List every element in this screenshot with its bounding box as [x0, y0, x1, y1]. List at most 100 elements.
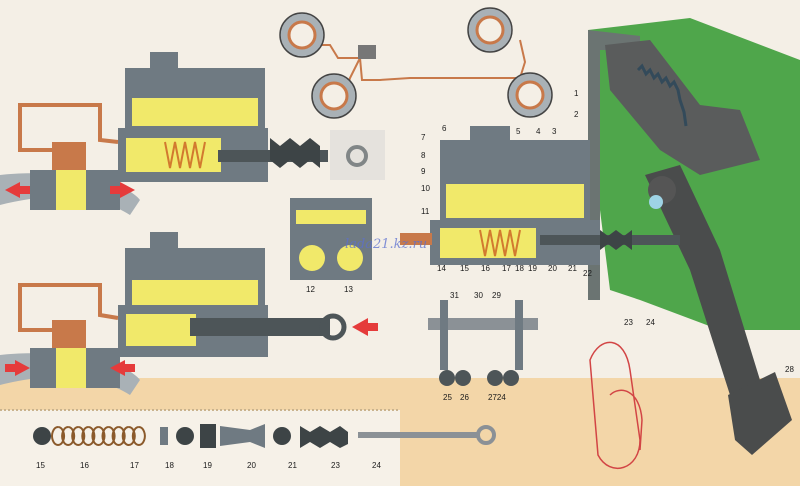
wheel-cyl-upper-fluid: [56, 170, 86, 210]
label-16: 16: [481, 264, 490, 273]
drum-mid-left-inner: [319, 81, 349, 111]
wheel-cylinder-upper: [0, 103, 140, 215]
exploded-label-23: 23: [331, 461, 340, 470]
brake-circuit-top: [279, 7, 553, 119]
label-2: 2: [574, 110, 579, 119]
exploded-labels: 15 16 17 18 19 20 21 23 24: [36, 461, 381, 470]
part-19: [200, 424, 216, 448]
part-24-eye: [476, 425, 496, 445]
part-20-piston: [220, 424, 265, 448]
label-8: 8: [421, 151, 426, 160]
boot-right: [600, 230, 632, 250]
label-17: 17: [502, 264, 511, 273]
reservoir-upper-fluid: [132, 98, 258, 126]
exploded-label-20: 20: [247, 461, 256, 470]
pin-plate-left: [440, 300, 448, 370]
drum-right-inner: [515, 80, 545, 110]
exploded-label-17: 17: [130, 461, 139, 470]
label-28: 28: [785, 365, 794, 374]
wheel-cyl-upper-fitting: [52, 142, 86, 170]
boot-upper: [270, 138, 320, 168]
label-22: 22: [583, 269, 592, 278]
pipe-loop-upper: [18, 103, 119, 152]
label-4: 4: [536, 127, 541, 136]
label-5: 5: [516, 127, 521, 136]
label-15: 15: [460, 264, 469, 273]
part-24-rod: [358, 432, 478, 438]
reservoir-detail-fluid: [296, 210, 366, 224]
reservoir-right-fluid: [446, 184, 584, 218]
reservoir-detail-chamber-left: [299, 245, 325, 271]
pin-bushing-27: [487, 370, 503, 386]
pin-assembly: [428, 300, 538, 386]
fitting-right: [400, 233, 432, 245]
exploded-label-18: 18: [165, 461, 174, 470]
label-27-24: 2724: [488, 393, 506, 402]
label-6: 6: [442, 124, 447, 133]
label-18: 18: [515, 264, 524, 273]
reservoir-right-cap: [470, 126, 510, 142]
pedal-assembly: [589, 40, 792, 470]
label-1: 1: [574, 89, 579, 98]
rod-upper-shadow: [330, 130, 385, 180]
arrow-left-upper: [5, 182, 30, 198]
label-11: 11: [421, 207, 430, 216]
watermark: lada21.kz.ru: [345, 237, 427, 252]
master-cylinder-lower: [118, 232, 378, 357]
arrow-left-lower: [5, 360, 30, 376]
drum-top-right-inner: [475, 15, 505, 45]
pin-plate-right: [515, 300, 523, 370]
cylinder-right-spring: [479, 229, 521, 257]
pin-bushing-25: [439, 370, 455, 386]
label-25: 25: [443, 393, 452, 402]
label-3: 3: [552, 127, 557, 136]
label-31: 31: [450, 291, 459, 300]
part-17: [160, 427, 168, 445]
label-12: 12: [306, 285, 315, 294]
exploded-label-16: 16: [80, 461, 89, 470]
part-15: [33, 427, 51, 445]
reservoir-detail-chamber-right: [337, 245, 363, 271]
pipe-loop-lower: [18, 283, 119, 332]
exploded-view: [33, 424, 496, 448]
foot-outline-2: [609, 389, 643, 451]
clevis-upper: [346, 145, 368, 167]
label-9: 9: [421, 167, 426, 176]
pin-shaft: [428, 318, 538, 330]
reservoir-upper-cap: [150, 52, 178, 70]
arrow-pushrod: [352, 318, 378, 336]
label-21: 21: [568, 264, 577, 273]
pedal-pivot-cap: [649, 195, 663, 209]
label-23: 23: [624, 318, 633, 327]
label-30: 30: [474, 291, 483, 300]
clevis-lower: [319, 313, 347, 341]
label-29: 29: [492, 291, 501, 300]
label-26: 26: [460, 393, 469, 402]
drum-top-left-inner: [287, 20, 317, 50]
part-23-boot: [300, 426, 348, 448]
wheel-cyl-lower-fluid: [56, 348, 86, 388]
exploded-label-19: 19: [203, 461, 212, 470]
arrow-right-upper: [110, 182, 135, 198]
reservoir-lower-cap: [150, 232, 178, 250]
part-labels: 1 2 3 4 5 6 7 8 9 10 11 12 13 14 15 16 1…: [306, 89, 794, 402]
pin-bushing-24: [503, 370, 519, 386]
master-cylinder-labelled: [400, 126, 680, 265]
label-20: 20: [548, 264, 557, 273]
pressure-regulator: [358, 45, 376, 59]
pin-bushing-26: [455, 370, 471, 386]
part-16-spring: [51, 426, 146, 446]
cylinder-lower-bore: [126, 314, 196, 346]
pedal-pad: [728, 372, 792, 455]
return-spring: [636, 63, 688, 127]
label-13: 13: [344, 285, 353, 294]
label-19: 19: [528, 264, 537, 273]
wheel-cylinder-lower: [0, 283, 140, 395]
wheel-cyl-lower-fitting: [52, 320, 86, 348]
pedal-arm: [645, 165, 760, 395]
reservoir-detail: [290, 198, 372, 280]
label-24: 24: [646, 318, 655, 327]
firewall-bracket: [588, 30, 640, 300]
